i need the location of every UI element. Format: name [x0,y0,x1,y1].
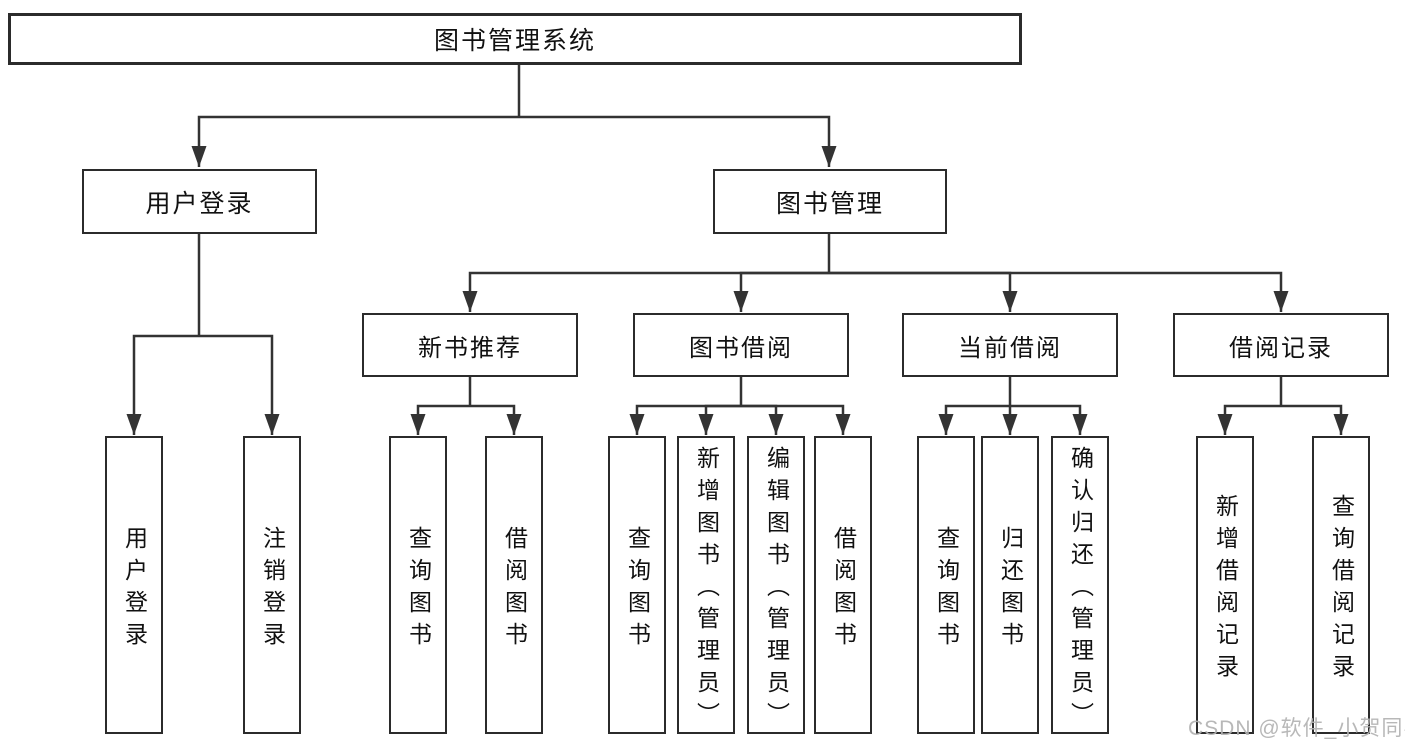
leaf-query-books-current-label: 查询图书 [933,525,960,654]
node-user-login: 用户登录 [82,169,317,234]
leaf-return-books: 归还图书 [981,436,1039,734]
csdn-watermark: CSDN @软件_小贺同学 [1188,717,1405,740]
leaf-add-borrow-record: 新增借阅记录 [1196,436,1254,734]
node-new-book-recommend: 新书推荐 [362,313,578,377]
leaf-user-login-label: 用户登录 [121,525,148,654]
leaf-query-books-borrow: 查询图书 [608,436,666,734]
node-current-borrow: 当前借阅 [902,313,1118,377]
leaf-query-borrow-record: 查询借阅记录 [1312,436,1370,734]
leaf-confirm-return-admin-label: 确认归还（管理员） [1067,445,1094,734]
leaf-borrow-books-label: 借阅图书 [830,525,857,654]
leaf-edit-book-admin: 编辑图书（管理员） [747,436,805,734]
leaf-query-books-current: 查询图书 [917,436,975,734]
leaf-return-books-label: 归还图书 [997,525,1024,654]
leaf-user-login: 用户登录 [105,436,163,734]
leaf-add-borrow-record-label: 新增借阅记录 [1212,493,1239,686]
leaf-borrow-books-recommend: 借阅图书 [485,436,543,734]
node-borrow-records: 借阅记录 [1173,313,1389,377]
leaf-confirm-return-admin: 确认归还（管理员） [1051,436,1109,734]
leaf-query-books-recommend: 查询图书 [389,436,447,734]
leaf-add-book-admin-label: 新增图书（管理员） [693,445,720,734]
leaf-borrow-books: 借阅图书 [814,436,872,734]
leaf-edit-book-admin-label: 编辑图书（管理员） [763,445,790,734]
node-book-borrow: 图书借阅 [633,313,849,377]
leaf-logout: 注销登录 [243,436,301,734]
node-library-management-system: 图书管理系统 [8,13,1022,65]
leaf-logout-label: 注销登录 [259,525,286,654]
leaf-borrow-books-recommend-label: 借阅图书 [501,525,528,654]
leaf-query-books-borrow-label: 查询图书 [624,525,651,654]
leaf-add-book-admin: 新增图书（管理员） [677,436,735,734]
leaf-query-borrow-record-label: 查询借阅记录 [1328,493,1355,686]
node-book-management: 图书管理 [713,169,947,234]
leaf-query-books-recommend-label: 查询图书 [405,525,432,654]
